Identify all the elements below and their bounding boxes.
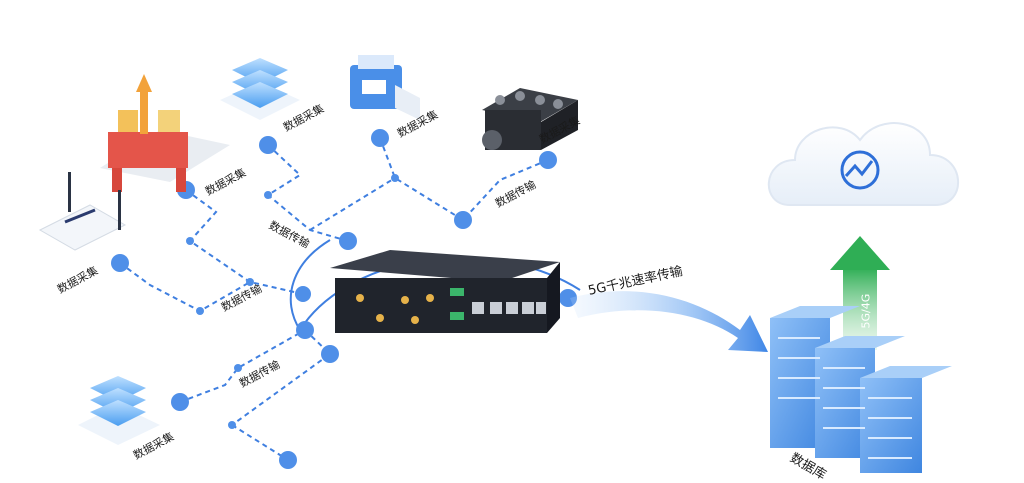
node-dot (321, 345, 339, 363)
node-dot-small (196, 307, 204, 315)
gateway-device-icon (330, 250, 560, 333)
node-dot (111, 254, 129, 272)
oil-platform-icon (100, 74, 230, 192)
node-dot-small (246, 278, 254, 286)
node-dot-small (264, 191, 272, 199)
node-dot (371, 129, 389, 147)
engine-block-icon (482, 88, 578, 150)
node-dot (454, 211, 472, 229)
node-dot (279, 451, 297, 469)
printer-icon (350, 55, 420, 120)
cloud-logo-icon (840, 150, 880, 190)
node-dot (296, 321, 314, 339)
node-dot (295, 286, 311, 302)
node-dot-small (228, 421, 236, 429)
node-dot-small (234, 364, 242, 372)
left-arc (289, 239, 331, 331)
diagram-canvas (38, 55, 960, 473)
database-server-icon (770, 306, 952, 473)
node-dot (171, 393, 189, 411)
connection-nodes (111, 129, 577, 469)
iot-topology-diagram: 数据采集 数据采集 数据采集 数据采集 数据采集 数据采集 数据传输 数据传输 … (38, 55, 960, 483)
node-dot-small (186, 237, 194, 245)
uplink-label: 5G/4G (859, 293, 873, 329)
cloud-icon (767, 122, 960, 206)
server-stack-icon (220, 58, 300, 120)
node-dot-small (391, 174, 399, 182)
node-dot (339, 232, 357, 250)
node-dot (539, 151, 557, 169)
server-stack-icon (78, 376, 160, 445)
node-dot (259, 136, 277, 154)
fiveg-stream-arrow (570, 291, 768, 352)
wifi-router-icon (38, 172, 127, 251)
